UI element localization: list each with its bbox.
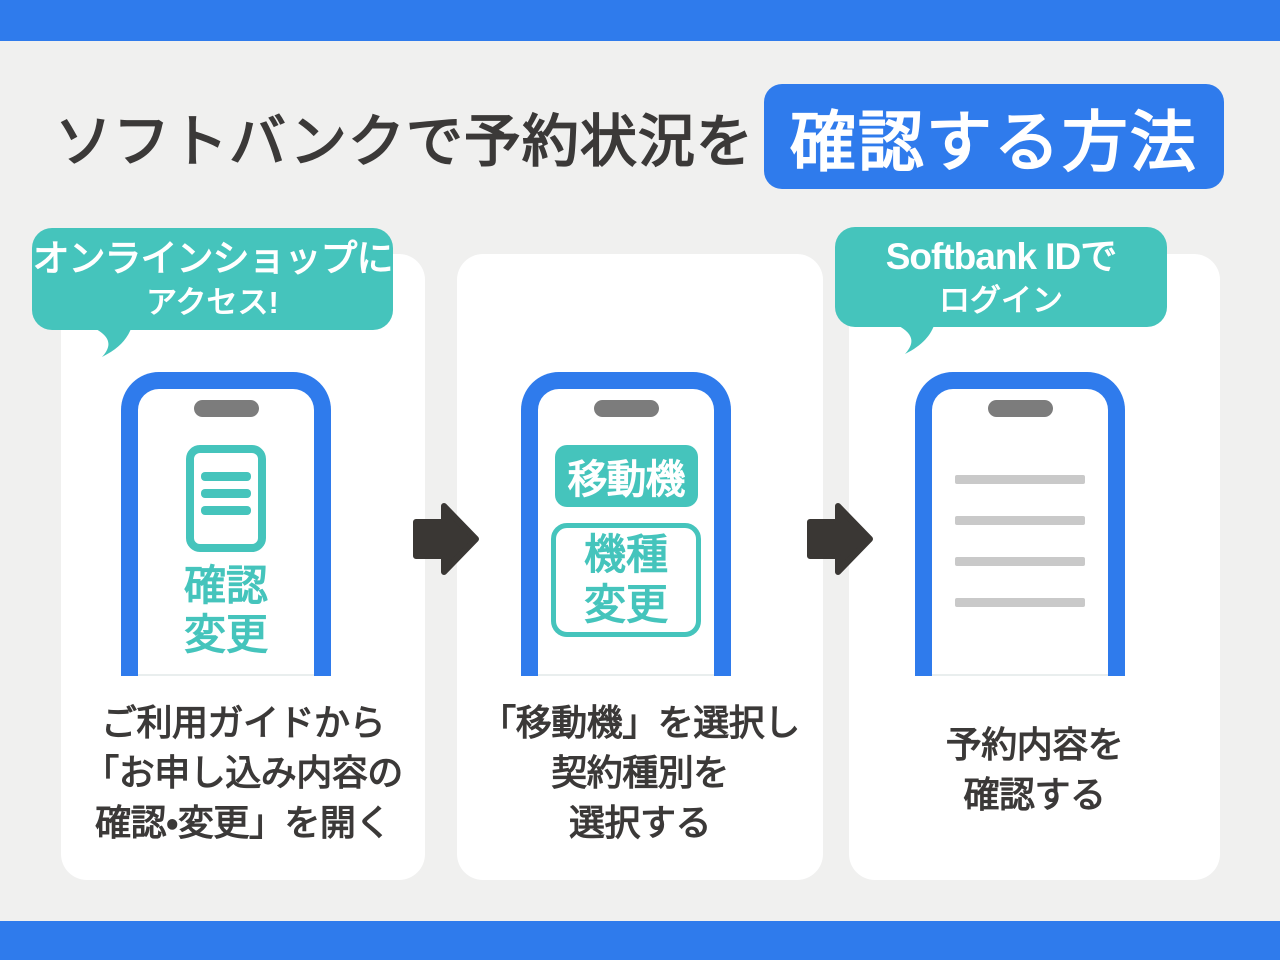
text-lines-placeholder [932, 475, 1108, 607]
screen-label-line: 確認 [183, 562, 268, 609]
arrow-right-icon [807, 503, 873, 575]
step-card-1: 確認 変更 ご利用ガイドから 「お申し込み内容の 確認・変更」を開く [61, 254, 425, 880]
step-caption-2: 「移動機」を選択し 契約種別を 選択する [457, 698, 823, 848]
placeholder-line [955, 475, 1085, 484]
caption-line: 予約内容を [945, 724, 1124, 765]
step-caption-1: ご利用ガイドから 「お申し込み内容の 確認・変更」を開く [61, 698, 425, 848]
page-title: ソフトバンクで予約状況を 確認する方法 [55, 84, 1224, 189]
speech-bubble-softbank-id: Softbank IDで ログイン [835, 227, 1167, 327]
title-text: ソフトバンクで予約状況を [55, 109, 754, 174]
speaker-notch-icon [193, 400, 259, 417]
speaker-notch-icon [593, 400, 659, 417]
placeholder-line [955, 516, 1085, 525]
placeholder-line [955, 598, 1085, 607]
caption-line: 「移動機」を選択し [480, 702, 800, 743]
mobile-device-button: 移動機 [554, 445, 698, 507]
title-highlight-badge: 確認する方法 [763, 84, 1224, 189]
bottom-accent-bar [0, 921, 1280, 960]
bubble-tail-icon [893, 323, 935, 354]
top-accent-bar [0, 0, 1280, 41]
bubble-line: アクセス! [146, 284, 279, 320]
bubble-line: オンラインショップに [32, 238, 394, 280]
caption-line: 契約種別を [551, 752, 729, 793]
document-line [201, 472, 251, 481]
placeholder-line [955, 557, 1085, 566]
phone-illustration-3 [915, 372, 1125, 676]
step-card-2: 移動機 機種 変更 「移動機」を選択し 契約種別を 選択する [457, 254, 823, 880]
phone-screen-label: 確認 変更 [138, 561, 314, 659]
step-card-3: 予約内容を 確認する [849, 254, 1220, 880]
bubble-tail-icon [90, 326, 132, 357]
document-icon [186, 445, 266, 552]
speaker-notch-icon [987, 400, 1053, 417]
caption-line: 確認する [963, 774, 1106, 815]
phone-illustration-1: 確認 変更 [121, 372, 331, 676]
step-caption-3: 予約内容を 確認する [849, 720, 1220, 820]
caption-line: 「お申し込み内容の [83, 752, 403, 793]
screen-label-line: 変更 [183, 611, 268, 658]
speech-bubble-online-shop: オンラインショップに アクセス! [32, 228, 394, 330]
button-label-line: 機種 [583, 531, 668, 578]
document-line [201, 489, 251, 498]
bubble-line: ログイン [939, 282, 1063, 318]
button-label-line: 変更 [583, 581, 668, 628]
phone-illustration-2: 移動機 機種 変更 [521, 372, 731, 676]
caption-line: 確認・変更」を開く [95, 802, 391, 843]
arrow-right-icon [413, 503, 479, 575]
caption-line: 選択する [568, 802, 712, 843]
document-line [201, 506, 251, 515]
model-change-button: 機種 変更 [551, 523, 701, 637]
caption-line: ご利用ガイドから [100, 702, 386, 743]
bubble-line: Softbank IDで [885, 236, 1118, 278]
